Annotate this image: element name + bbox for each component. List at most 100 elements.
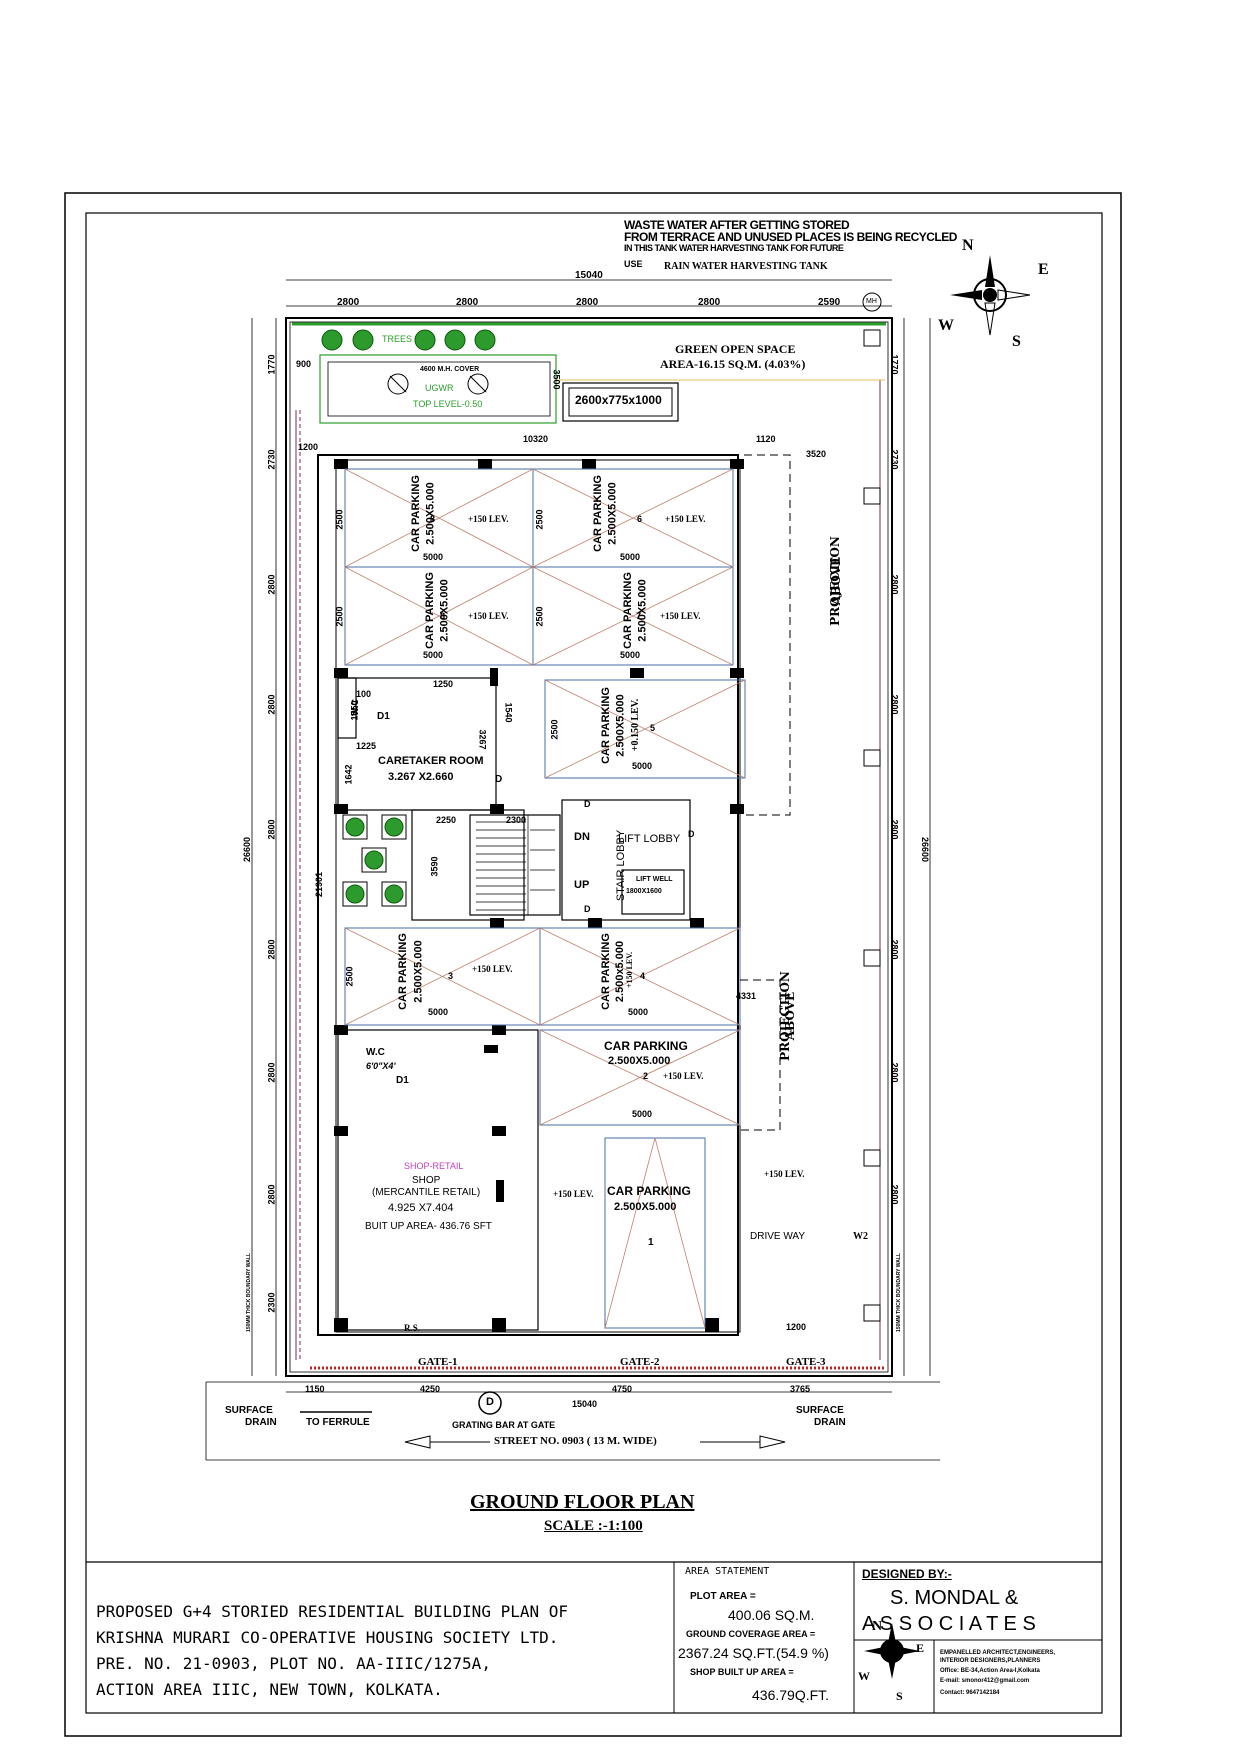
surface-drain-left: SURFACE (225, 1405, 273, 1416)
tree-icon (414, 329, 436, 351)
trees-top (321, 329, 496, 351)
compass-north-icon (950, 255, 1031, 336)
green-space-title: GREEN OPEN SPACE (675, 342, 796, 356)
dn-label: DN (574, 831, 590, 843)
dim-misc: 3590 (429, 856, 440, 877)
lift-well-label: LIFT WELL (636, 876, 673, 883)
caretaker-room-size: 3.267 X2.660 (388, 771, 454, 783)
parking-label: CAR PARKING (621, 572, 634, 649)
manholes-right (862, 292, 882, 1322)
compass-e: E (1038, 261, 1049, 278)
dim-misc: 1225 (356, 741, 377, 751)
shop-retail-label: SHOP-RETAIL (404, 1161, 464, 1171)
dim-misc: 900 (296, 359, 312, 369)
dim-right: 2800 (889, 694, 900, 715)
dim-5000: 5000 (423, 552, 444, 562)
designer-heading: DESIGNED BY:- (862, 1567, 952, 1581)
description-line: PRE. NO. 21-0903, PLOT NO. AA-IIIC/1275A… (96, 1654, 491, 1673)
compass-w: W (938, 317, 954, 334)
tree-icon (345, 884, 365, 904)
parking-label: CAR PARKING (409, 475, 422, 552)
dim-left: 2800 (266, 1062, 277, 1083)
projection-label-2: ABOVE (783, 991, 798, 1041)
compass-small-icon (864, 1623, 920, 1679)
note-line: USE (624, 259, 643, 269)
plot-area-value: 400.06 SQ.M. (728, 1607, 815, 1623)
dim-top: 2800 (698, 297, 721, 308)
parking-number: 7 (636, 611, 642, 621)
firm-name: S. MONDAL & (890, 1587, 1019, 1609)
dim-top: 2800 (576, 297, 599, 308)
green-space-area: AREA-16.15 SQ.M. (4.03%) (660, 357, 806, 371)
parking-label: CAR PARKING (591, 475, 604, 552)
tree-icon (444, 329, 466, 351)
parking-size: 2.500X5.000 (608, 1055, 671, 1067)
compass-s: S (1012, 333, 1021, 350)
dim-misc: 1250 (433, 679, 454, 689)
dim-top: 2800 (337, 297, 360, 308)
dim-5000: 5000 (620, 552, 641, 562)
projection-outlines (740, 454, 791, 1131)
description-line: KRISHNA MURARI CO-OPERATIVE HOUSING SOCI… (96, 1628, 559, 1647)
firm-detail: E-mail: smonor412@gmail.com (940, 1678, 1030, 1684)
street-arrows (404, 1435, 786, 1449)
plot-area-label: PLOT AREA = (690, 1591, 756, 1602)
note-line: IN THIS TANK WATER HARVESTING TANK FOR F… (624, 243, 844, 253)
caretaker-room-label: CARETAKER ROOM (378, 755, 484, 767)
dim-misc: 3267 (477, 729, 488, 750)
coverage-value: 2367.24 SQ.FT.(54.9 %) (678, 1645, 829, 1661)
dim-bottom: 1150 (305, 1384, 325, 1394)
dim-right: 2800 (889, 1184, 900, 1205)
dim-misc: 2250 (436, 815, 457, 825)
grating-label: GRATING BAR AT GATE (452, 1420, 556, 1430)
dim-inner-height: 21901 (314, 871, 325, 898)
dim-right: 1770 (889, 354, 900, 375)
shop-area-value: 436.79Q.FT. (752, 1687, 830, 1703)
dim-right: 2800 (889, 1062, 900, 1083)
tree-icon (321, 329, 343, 351)
small-compass-w: W (858, 1669, 870, 1683)
dim-overall-width-bottom: 15040 (572, 1399, 598, 1409)
parking-size: 2.500X5.000 (606, 482, 619, 545)
dim-right: 2800 (889, 819, 900, 840)
dim-overall-height-left: 26600 (242, 836, 253, 863)
site-boundary (285, 317, 893, 1377)
dim-overall-height-right: 26600 (920, 836, 931, 863)
ugwr-label: UGWR (425, 383, 454, 393)
door-label: D (688, 829, 695, 839)
plan-title: GROUND FLOOR PLAN (470, 1491, 695, 1513)
dim-bottom: 3765 (790, 1384, 811, 1394)
parking-label: CAR PARKING (607, 1184, 691, 1198)
dim-bottom: 4750 (612, 1384, 633, 1394)
dim-2500: 2500 (334, 509, 345, 530)
parking-label: CAR PARKING (423, 572, 436, 649)
small-compass-n: N (872, 1619, 883, 1634)
dim-2500: 2500 (534, 606, 545, 627)
door-label: D (495, 774, 503, 785)
door-label: D (584, 799, 591, 809)
tree-icon (364, 850, 384, 870)
tree-icon (384, 817, 404, 837)
dim-5000: 5000 (632, 1109, 653, 1119)
dim-5000: 5000 (620, 650, 641, 660)
title-block-grid (673, 1562, 1102, 1713)
dim-bottom: 4250 (420, 1384, 441, 1394)
outer-border (64, 192, 1122, 1737)
lift-lobby-label: LIFT LOBBY (618, 833, 681, 845)
shop-area-label: BUIT UP AREA- 436.76 SFT (365, 1221, 492, 1232)
green-strip (292, 322, 886, 424)
small-compass-s: S (896, 1689, 903, 1703)
dim-top: 2590 (818, 297, 841, 308)
shop-type-label: (MERCANTILE RETAIL) (372, 1187, 481, 1198)
projection-label-2: ABOVE (829, 556, 844, 606)
parking-label: CAR PARKING (604, 1039, 688, 1053)
dim-2500: 2500 (549, 719, 560, 740)
tree-icon (352, 329, 374, 351)
dim-misc: 3500 (551, 369, 562, 390)
parking-size: 2.500X5.000 (614, 694, 627, 757)
dim-misc: 2300 (506, 815, 527, 825)
drive-way-label: DRIVE WAY (750, 1231, 806, 1242)
level-note: +150 LEV. (764, 1169, 805, 1179)
to-ferrule-label: TO FERRULE (306, 1417, 370, 1428)
